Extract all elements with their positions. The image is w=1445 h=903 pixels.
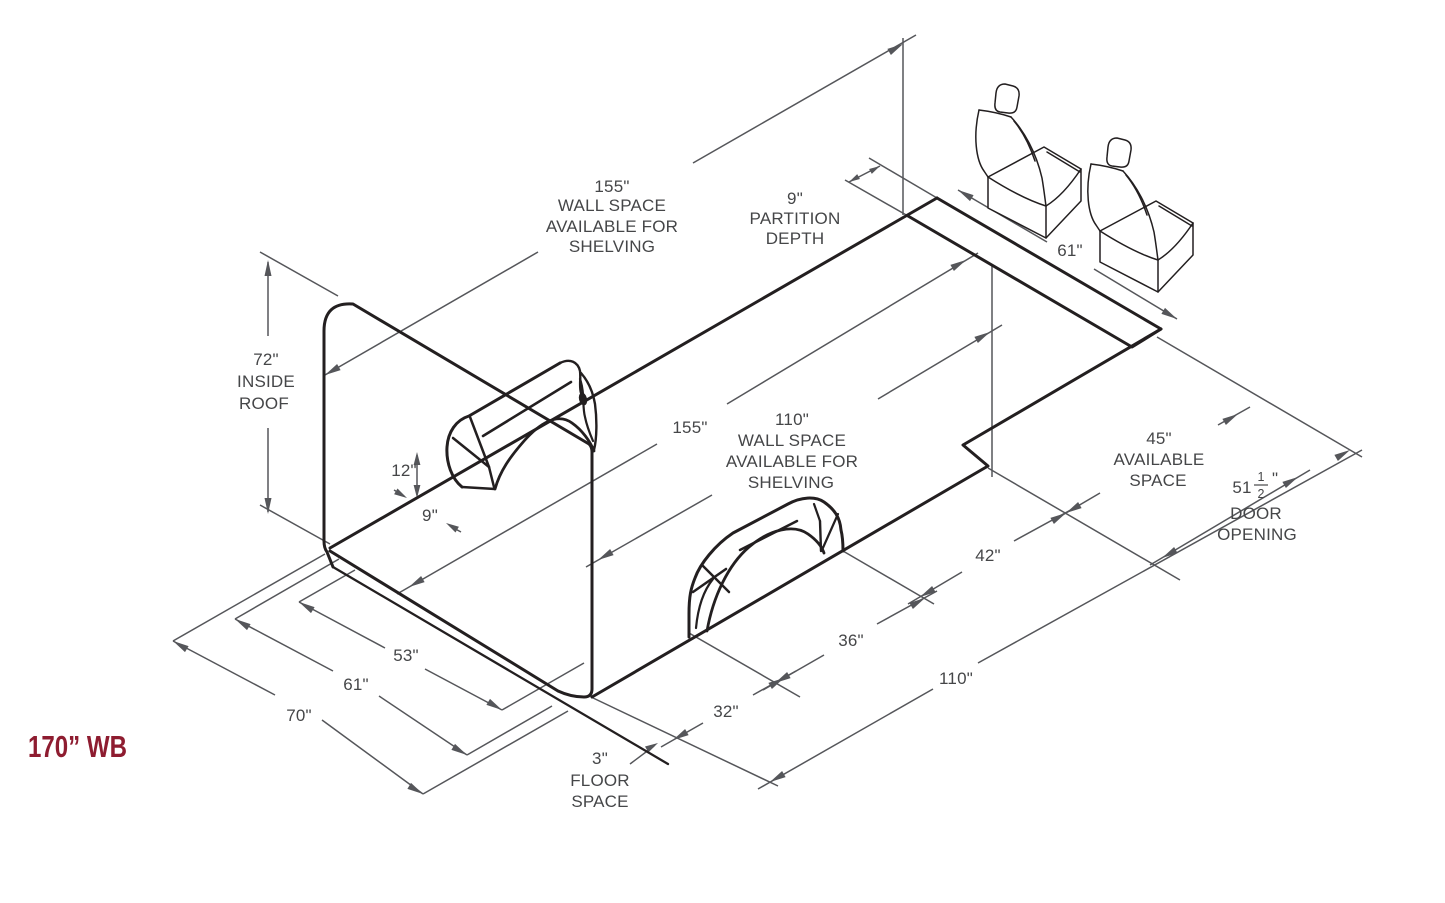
svg-text:AVAILABLE FOR: AVAILABLE FOR — [546, 217, 678, 236]
svg-text:WALL SPACE: WALL SPACE — [558, 196, 666, 215]
svg-text:SHELVING: SHELVING — [748, 473, 834, 492]
svg-text:DEPTH: DEPTH — [766, 229, 825, 248]
svg-text:2: 2 — [1258, 487, 1265, 501]
svg-text:51: 51 — [1232, 478, 1251, 497]
svg-text:AVAILABLE FOR: AVAILABLE FOR — [726, 452, 858, 471]
svg-text:SPACE: SPACE — [571, 792, 628, 811]
svg-text:53": 53" — [393, 646, 419, 665]
svg-text:": " — [1272, 469, 1278, 488]
svg-text:70": 70" — [286, 706, 312, 725]
svg-text:3": 3" — [592, 749, 608, 768]
svg-text:SPACE: SPACE — [1129, 471, 1186, 490]
svg-text:1: 1 — [1258, 470, 1265, 484]
svg-text:INSIDE: INSIDE — [237, 372, 295, 391]
svg-text:61": 61" — [1057, 241, 1083, 260]
svg-text:SHELVING: SHELVING — [569, 237, 655, 256]
svg-text:155": 155" — [594, 177, 629, 196]
svg-text:170” WB: 170” WB — [28, 729, 127, 764]
svg-text:42": 42" — [975, 546, 1001, 565]
svg-text:9": 9" — [787, 189, 803, 208]
svg-text:9": 9" — [422, 506, 438, 525]
svg-text:72": 72" — [253, 350, 279, 369]
svg-text:155": 155" — [672, 418, 707, 437]
svg-text:WALL SPACE: WALL SPACE — [738, 431, 846, 450]
svg-text:12": 12" — [391, 461, 417, 480]
svg-text:AVAILABLE: AVAILABLE — [1114, 450, 1205, 469]
svg-text:ROOF: ROOF — [239, 394, 289, 413]
svg-text:DOOR: DOOR — [1230, 504, 1282, 523]
svg-text:36": 36" — [838, 631, 864, 650]
svg-text:61": 61" — [343, 675, 369, 694]
svg-text:32": 32" — [713, 702, 739, 721]
svg-text:FLOOR: FLOOR — [570, 771, 630, 790]
svg-text:45": 45" — [1146, 429, 1172, 448]
svg-text:PARTITION: PARTITION — [750, 209, 841, 228]
svg-text:110": 110" — [939, 669, 973, 688]
svg-text:OPENING: OPENING — [1217, 525, 1297, 544]
svg-text:110": 110" — [775, 410, 809, 429]
